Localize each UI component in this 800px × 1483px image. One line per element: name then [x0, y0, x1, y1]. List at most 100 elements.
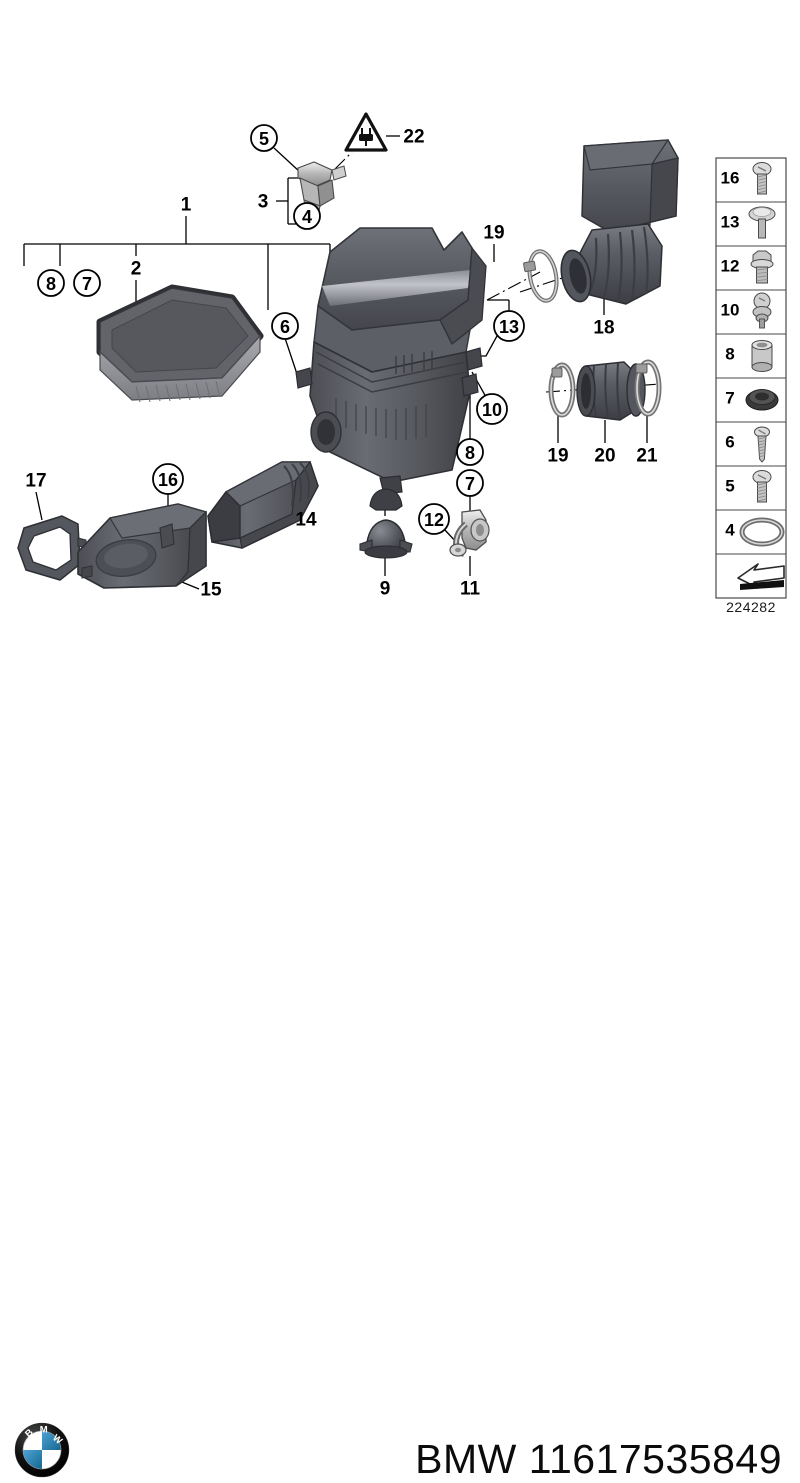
air-filter-housing	[295, 227, 487, 495]
intake-seal-frame	[17, 515, 87, 581]
callout-3: 3	[258, 192, 269, 213]
rubber-mount	[359, 488, 413, 559]
self-tapping-screw-icon	[754, 426, 770, 463]
intake-hose-assembly	[548, 359, 662, 421]
callout-circle	[476, 393, 508, 425]
callout-circle	[456, 469, 484, 497]
air-filter-element	[96, 284, 264, 403]
o-ring-icon	[739, 517, 785, 547]
callout-label: 6	[280, 317, 290, 337]
callout-8: 8	[456, 438, 484, 466]
callout-label: 9	[380, 579, 391, 600]
footer: B M W BMW 11617535849	[0, 700, 800, 1482]
legend-row-10: 10	[716, 289, 786, 329]
legend-number: 10	[721, 301, 740, 320]
spacer-sleeve-icon	[751, 340, 773, 372]
callout-label: 13	[499, 317, 519, 337]
plug-icon	[359, 128, 373, 146]
callout-label: 14	[295, 510, 317, 531]
rubber-grommet-icon	[745, 389, 779, 411]
callout-label: 2	[131, 259, 142, 280]
legend-number: 13	[721, 213, 740, 232]
callout-circle	[418, 503, 450, 535]
callout-circle	[152, 463, 184, 495]
legend-number: 12	[721, 257, 740, 276]
callout-label: 15	[200, 580, 222, 601]
intake-duct	[207, 460, 319, 549]
callout-label: 10	[482, 400, 502, 420]
legend-number: 4	[725, 521, 735, 540]
legend-number: 6	[725, 433, 734, 452]
callout-label: 21	[636, 446, 658, 467]
callout-12: 12	[418, 503, 450, 535]
callout-label: 19	[547, 446, 568, 467]
legend-row-arrow	[716, 553, 786, 590]
legend-row-8: 8	[716, 333, 786, 372]
callout-label: 22	[403, 127, 424, 148]
callout-label: 7	[82, 274, 92, 294]
legend-number: 7	[725, 389, 734, 408]
legend-row-6: 6	[716, 421, 786, 463]
intake-silencer-housing	[77, 503, 208, 589]
callout-5: 5	[250, 124, 278, 152]
callout-label: 3	[258, 192, 269, 213]
callout-circle	[250, 124, 278, 152]
callout-label: 17	[25, 471, 46, 492]
pan-head-screw-icon	[752, 470, 772, 503]
callout-9: 9	[380, 579, 391, 600]
callout-label: 18	[593, 318, 614, 339]
callout-11: 11	[460, 579, 481, 600]
callout-label: 19	[483, 223, 504, 244]
legend-rows: 16 13 12 10 8 7 6 5 4	[716, 162, 786, 590]
callout-label: 16	[158, 470, 178, 490]
hose-clamp-upper	[523, 249, 559, 303]
drawing-number: 224282	[726, 599, 776, 615]
callout-7: 7	[456, 469, 484, 497]
legend-row-7: 7	[716, 377, 786, 411]
callout-15: 15	[200, 580, 222, 601]
callout-19: 19	[483, 223, 504, 244]
legend-number: 16	[721, 169, 740, 188]
air-intake-snorkel	[560, 139, 679, 305]
callout-label: 8	[465, 443, 475, 463]
callout-label: 8	[46, 274, 56, 294]
round-head-bolt-icon	[748, 206, 776, 239]
legend-row-16: 16	[721, 162, 772, 195]
callout-18: 18	[593, 318, 614, 339]
legend-row-13: 13	[716, 201, 786, 239]
callout-10: 10	[476, 393, 508, 425]
callout-6: 6	[271, 312, 299, 340]
callout-21: 21	[636, 446, 658, 467]
callout-label: 7	[465, 474, 475, 494]
callout-circle	[456, 438, 484, 466]
part-number: BMW 11617535849	[415, 1436, 782, 1482]
callout-8: 8	[37, 269, 65, 297]
callout-17: 17	[25, 471, 46, 492]
legend-number: 5	[725, 477, 734, 496]
retaining-bracket	[449, 509, 490, 557]
callout-16: 16	[152, 463, 184, 495]
callout-20: 20	[594, 446, 615, 467]
pan-head-screw-icon	[752, 162, 772, 195]
callout-13: 13	[493, 310, 525, 342]
ball-stud-icon	[752, 292, 772, 329]
callout-label: 12	[424, 510, 444, 530]
legend-row-4: 4	[716, 509, 786, 547]
callout-label: 11	[460, 579, 481, 600]
legend-row-5: 5	[716, 465, 786, 503]
callout-label: 5	[259, 129, 269, 149]
legend-row-12: 12	[716, 245, 786, 284]
callout-label: 1	[181, 195, 192, 216]
callout-19: 19	[547, 446, 568, 467]
legend-number: 8	[725, 345, 734, 364]
arrow-icon	[737, 563, 785, 590]
callout-circle	[493, 310, 525, 342]
callout-14: 14	[295, 510, 317, 531]
logo-letter-m: M	[40, 1425, 48, 1436]
callout-label: 4	[302, 207, 312, 227]
callout-circle	[293, 202, 321, 230]
callout-22: 22	[403, 127, 424, 148]
callout-4: 4	[293, 202, 321, 230]
